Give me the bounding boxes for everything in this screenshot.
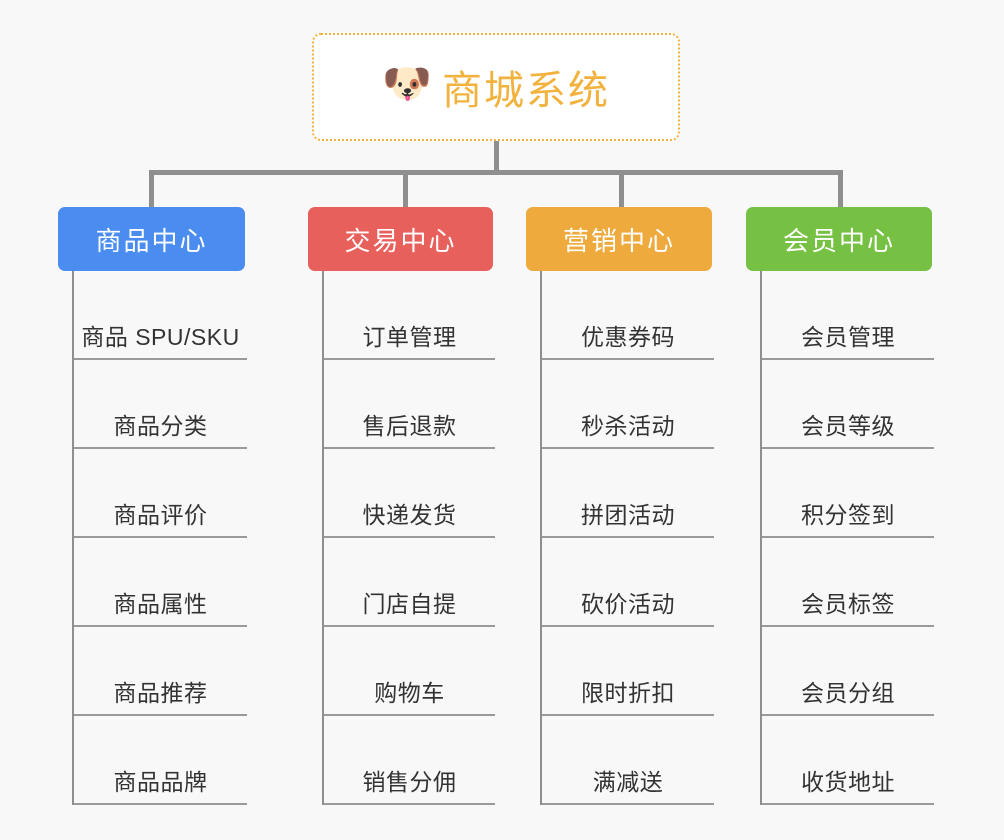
- leaf-item-label: 商品品牌: [113, 769, 208, 795]
- leaf-item[interactable]: 会员标签: [762, 538, 934, 627]
- connector-horizontal-bus: [149, 170, 841, 175]
- leaf-item-label: 订单管理: [362, 324, 457, 350]
- category-header-1[interactable]: 商品中心: [58, 207, 245, 271]
- category-column-1: 商品中心商品 SPU/SKU 商品分类商品评价商品属性商品推荐商品品牌: [58, 207, 247, 805]
- category-header-4[interactable]: 会员中心: [746, 207, 932, 271]
- category-header-2[interactable]: 交易中心: [308, 207, 493, 271]
- leaf-item[interactable]: 满减送: [542, 716, 714, 805]
- leaf-item-label: 销售分佣: [362, 769, 457, 795]
- root-title: 商城系统: [442, 69, 610, 113]
- leaf-item-label: 收货地址: [801, 769, 895, 795]
- category-header-3[interactable]: 营销中心: [526, 207, 712, 271]
- leaf-item[interactable]: 门店自提: [324, 538, 495, 627]
- leaf-item-label: 会员等级: [801, 413, 895, 439]
- leaf-item[interactable]: 商品分类: [74, 360, 247, 449]
- leaf-list: 商品 SPU/SKU 商品分类商品评价商品属性商品推荐商品品牌: [72, 271, 247, 805]
- leaf-item[interactable]: 快递发货: [324, 449, 495, 538]
- leaf-item[interactable]: 限时折扣: [542, 627, 714, 716]
- category-column-3: 营销中心优惠券码秒杀活动拼团活动砍价活动限时折扣满减送: [526, 207, 714, 805]
- leaf-list: 优惠券码秒杀活动拼团活动砍价活动限时折扣满减送: [540, 271, 714, 805]
- leaf-item-label: 商品推荐: [113, 680, 208, 706]
- leaf-item-label: 购物车: [374, 680, 445, 706]
- leaf-item[interactable]: 商品属性: [74, 538, 247, 627]
- leaf-item[interactable]: 会员分组: [762, 627, 934, 716]
- leaf-item[interactable]: 会员等级: [762, 360, 934, 449]
- leaf-item-label: 商品分类: [113, 413, 208, 439]
- leaf-item-label: 商品属性: [113, 591, 208, 617]
- connector-root-stem: [494, 141, 499, 172]
- leaf-item-label: 限时折扣: [581, 680, 675, 706]
- leaf-item-label: 会员分组: [801, 680, 895, 706]
- connector-branch-1: [149, 170, 154, 207]
- leaf-item[interactable]: 商品推荐: [74, 627, 247, 716]
- leaf-item[interactable]: 秒杀活动: [542, 360, 714, 449]
- leaf-item-label: 积分签到: [801, 502, 895, 528]
- leaf-item[interactable]: 砍价活动: [542, 538, 714, 627]
- category-column-4: 会员中心会员管理会员等级积分签到会员标签会员分组收货地址: [746, 207, 934, 805]
- leaf-item[interactable]: 商品评价: [74, 449, 247, 538]
- leaf-item[interactable]: 会员管理: [762, 271, 934, 360]
- leaf-item-label: 满减送: [592, 769, 664, 795]
- leaf-item-label: 门店自提: [362, 591, 457, 617]
- leaf-item[interactable]: 订单管理: [324, 271, 495, 360]
- leaf-item[interactable]: 商品品牌: [74, 716, 247, 805]
- leaf-item-label: 商品 SPU/SKU: [81, 324, 240, 350]
- leaf-item-label: 拼团活动: [581, 502, 675, 528]
- leaf-list: 订单管理售后退款快递发货门店自提购物车销售分佣: [322, 271, 495, 805]
- leaf-item-label: 秒杀活动: [581, 413, 675, 439]
- leaf-item[interactable]: 拼团活动: [542, 449, 714, 538]
- leaf-item[interactable]: 积分签到: [762, 449, 934, 538]
- leaf-item[interactable]: 销售分佣: [324, 716, 495, 805]
- leaf-list: 会员管理会员等级积分签到会员标签会员分组收货地址: [760, 271, 934, 805]
- leaf-item[interactable]: 购物车: [324, 627, 495, 716]
- connector-branch-4: [838, 170, 843, 207]
- root-node[interactable]: 🐶 商城系统: [312, 33, 680, 141]
- connector-branch-3: [619, 170, 624, 207]
- leaf-item-label: 快递发货: [362, 502, 457, 528]
- leaf-item[interactable]: 优惠券码: [542, 271, 714, 360]
- leaf-item[interactable]: 商品 SPU/SKU: [74, 271, 247, 360]
- leaf-item[interactable]: 售后退款: [324, 360, 495, 449]
- dog-face-icon: 🐶: [382, 62, 432, 106]
- leaf-item-label: 优惠券码: [581, 324, 675, 350]
- leaf-item-label: 会员标签: [801, 591, 895, 617]
- leaf-item-label: 会员管理: [801, 324, 895, 350]
- leaf-item-label: 售后退款: [362, 413, 457, 439]
- leaf-item-label: 商品评价: [113, 502, 208, 528]
- leaf-item[interactable]: 收货地址: [762, 716, 934, 805]
- leaf-item-label: 砍价活动: [581, 591, 675, 617]
- connector-branch-2: [403, 170, 408, 207]
- category-column-2: 交易中心订单管理售后退款快递发货门店自提购物车销售分佣: [308, 207, 495, 805]
